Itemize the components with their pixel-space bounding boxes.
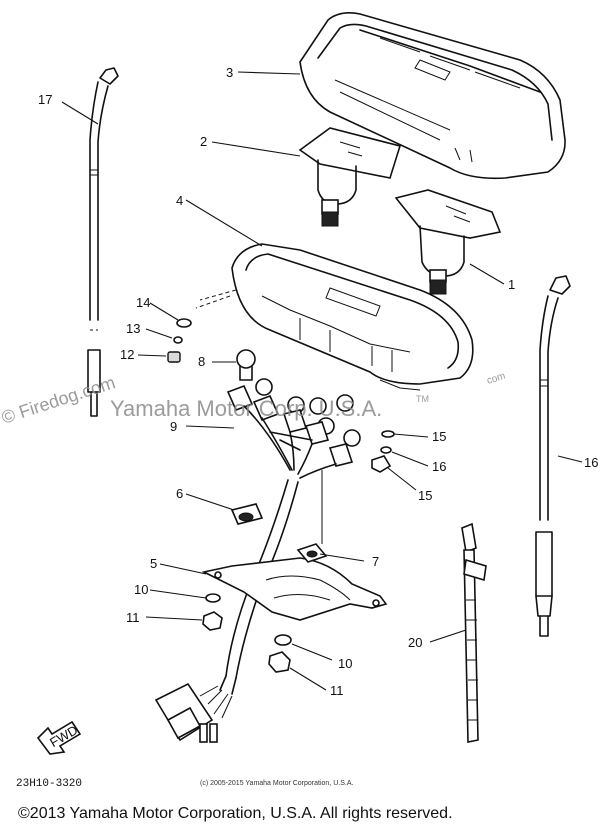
footer-copyright: ©2013 Yamaha Motor Corporation, U.S.A. A…	[18, 805, 453, 822]
part-label-10: 10	[134, 582, 148, 597]
part-number-labels: 3 2 4 1 17 14 13 12 8 9 15 16 15 16 6 5 …	[38, 65, 598, 698]
part-label-13: 13	[126, 321, 140, 336]
part-label-7: 7	[372, 554, 379, 569]
part-label-6: 6	[176, 486, 183, 501]
meter-cable-left	[87, 67, 119, 417]
part-label-10b: 10	[338, 656, 352, 671]
part-label-16: 16	[432, 459, 446, 474]
bulb-socket-group	[226, 349, 361, 479]
part-label-1: 1	[508, 277, 515, 292]
small-hardware-left	[167, 318, 192, 363]
meter-cable-right	[535, 275, 571, 637]
part-label-8: 8	[198, 354, 205, 369]
watermark-site: © Firedog.com	[0, 372, 118, 428]
leader-lines	[61, 71, 583, 691]
part-label-19: 17	[38, 92, 52, 107]
part-label-14: 14	[136, 295, 150, 310]
part-label-18: 16	[584, 455, 598, 470]
part-label-3: 3	[226, 65, 233, 80]
part-label-11b: 11	[330, 683, 344, 698]
watermark-company: Yamaha Motor Corp. U.S.A.	[110, 396, 382, 421]
speedometer-unit	[298, 127, 402, 227]
part-label-2: 2	[200, 134, 207, 149]
part-label-20: 20	[408, 635, 422, 650]
meter-housing	[195, 243, 474, 391]
copyright-notice: (c) 2005-2015 Yamaha Motor Corporation, …	[200, 780, 353, 787]
cable-band	[461, 522, 487, 743]
part-label-12: 12	[120, 347, 134, 362]
meter-bracket	[201, 470, 388, 621]
part-label-11: 11	[126, 610, 140, 625]
grommet	[230, 503, 264, 525]
part-label-15: 15	[418, 488, 432, 503]
fwd-arrow: FWD	[36, 720, 82, 755]
watermark-side: com	[486, 371, 507, 387]
meter-case	[299, 12, 566, 180]
part-label-17: 15	[432, 429, 446, 444]
washers-nuts	[202, 593, 292, 673]
small-hardware-right	[371, 430, 395, 473]
part-label-4: 4	[176, 193, 183, 208]
part-label-9: 9	[170, 419, 177, 434]
part-label-5: 5	[150, 556, 157, 571]
tachometer-unit	[394, 189, 502, 295]
drawing-code: 23H10-3320	[16, 778, 82, 790]
watermark-tm: TM	[416, 394, 429, 404]
